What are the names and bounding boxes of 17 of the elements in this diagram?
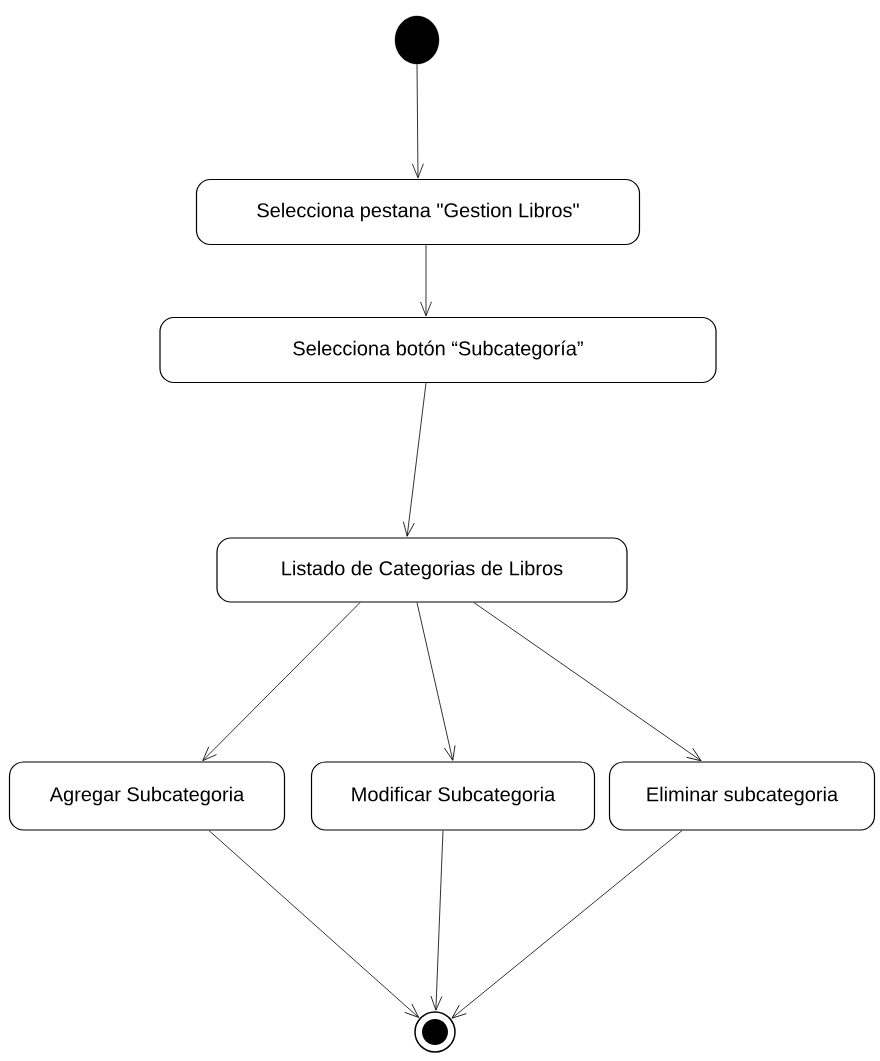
- action-box: Selecciona botón “Subcategoría”: [159, 316, 717, 384]
- arrow: [208, 830, 420, 1018]
- action-box: Selecciona pestana "Gestion Libros": [195, 178, 641, 246]
- arrow: [473, 602, 702, 762]
- arrow: [451, 830, 683, 1019]
- arrow: [416, 602, 456, 761]
- arrow: [411, 63, 424, 179]
- action-box: Modificar Subcategoria: [310, 761, 596, 831]
- action-box: Eliminar subcategoria: [608, 761, 876, 831]
- action-box: Agregar Subcategoria: [8, 761, 286, 831]
- arrow: [403, 382, 427, 537]
- arrow: [430, 830, 444, 1011]
- arrow: [420, 244, 432, 317]
- action-box: Listado de Categorias de Libros: [216, 537, 628, 603]
- final-node: [414, 1011, 456, 1053]
- initial-node: [394, 15, 440, 65]
- arrow: [202, 602, 361, 762]
